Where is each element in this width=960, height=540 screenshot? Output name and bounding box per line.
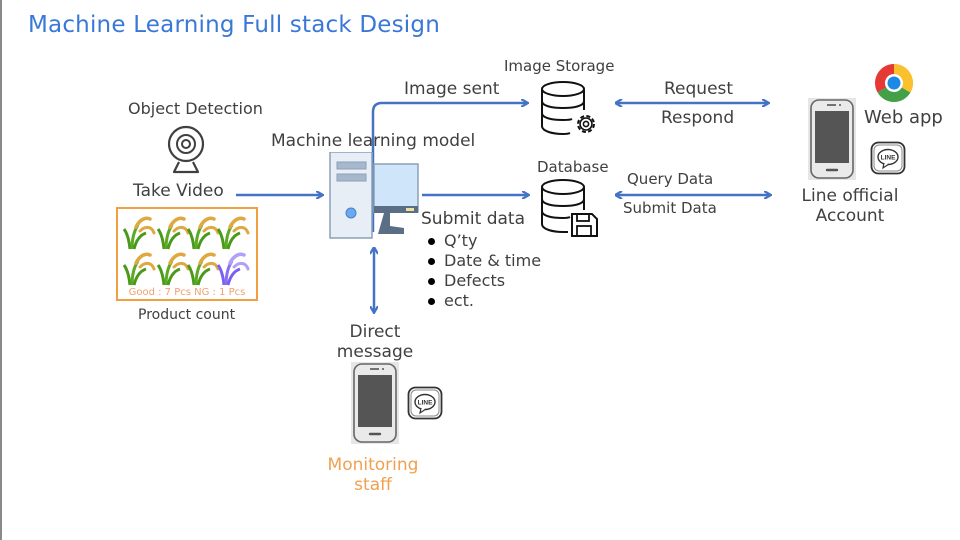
rice-plant-icon	[186, 252, 220, 287]
line-badge-text: LINE	[881, 155, 896, 162]
submit-data-label: Submit data	[421, 209, 526, 229]
rice-plants-grid	[122, 216, 250, 287]
chrome-icon	[875, 64, 913, 102]
line-official-label-line1: Line official	[801, 186, 899, 206]
computer-icon	[329, 152, 419, 239]
direct-message-label: Direct message	[325, 322, 425, 362]
image-sent-label: Image sent	[404, 79, 500, 99]
image-storage-label: Image Storage	[504, 57, 615, 75]
direct-message-label-line2: message	[336, 342, 414, 362]
take-video-label: Take Video	[133, 181, 224, 201]
database-label: Database	[537, 158, 609, 176]
monitoring-staff-label-line1: Monitoring	[327, 455, 419, 475]
monitoring-staff-label-line2: staff	[354, 475, 392, 495]
gear-icon	[577, 115, 595, 133]
submit-data-item: Q’ty	[424, 231, 541, 251]
diagram-title: Machine Learning Full stack Design	[28, 12, 440, 38]
rice-plant-icon	[156, 216, 190, 251]
smartphone-icon	[351, 362, 399, 444]
rice-plant-icon	[216, 216, 250, 251]
submit-data-item: Defects	[424, 271, 541, 291]
line-app-icon: LINE	[870, 141, 906, 175]
database-gear-icon	[541, 81, 595, 136]
product-count-summary: Good : 7 Pcs NG : 1 Pcs	[128, 287, 246, 298]
query-data-label: Query Data	[627, 170, 714, 188]
rice-plant-icon	[186, 216, 220, 251]
monitoring-staff-label: Monitoring staff	[318, 455, 428, 495]
product-count-panel: Good : 7 Pcs NG : 1 Pcs	[116, 207, 258, 301]
rice-plant-icon	[156, 252, 190, 287]
rice-plant-ng-icon	[216, 252, 250, 287]
submit-data-item: Date & time	[424, 251, 541, 271]
submit-data-item: ect.	[424, 291, 541, 311]
line-official-account-label: Line official Account	[790, 186, 910, 226]
webcam-icon	[167, 125, 205, 174]
rice-plant-icon	[122, 252, 156, 287]
request-label: Request	[664, 79, 734, 99]
database-save-icon	[541, 179, 598, 237]
smartphone-icon	[808, 98, 856, 180]
direct-message-label-line1: Direct	[349, 322, 401, 342]
web-app-label: Web app	[864, 107, 943, 128]
object-detection-label: Object Detection	[128, 99, 263, 118]
line-app-icon: LINE	[407, 386, 443, 420]
floppy-disk-icon	[571, 213, 598, 237]
product-count-label: Product count	[138, 307, 236, 323]
ml-model-label: Machine learning model	[271, 131, 476, 151]
line-badge-text: LINE	[418, 400, 433, 407]
rice-plant-icon	[122, 216, 156, 251]
submit-data-list: Q’ty Date & time Defects ect.	[424, 231, 541, 311]
respond-label: Respond	[661, 108, 735, 128]
slide-left-border	[0, 0, 2, 540]
line-official-label-line2: Account	[815, 206, 885, 226]
submit-data-right-label: Submit Data	[623, 199, 717, 217]
